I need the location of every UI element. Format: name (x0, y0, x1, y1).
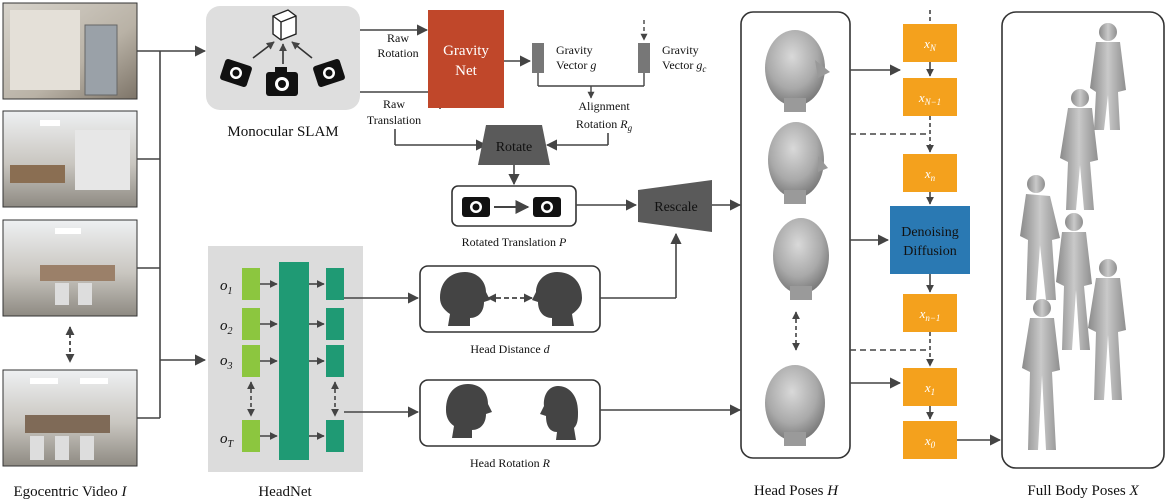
headnet-row: o1 (220, 268, 344, 300)
svg-text:Gravity: Gravity (556, 43, 593, 57)
svg-text:o2: o2 (220, 318, 233, 337)
body-render (1022, 299, 1060, 450)
svg-text:Raw: Raw (387, 31, 409, 45)
video-frame-4 (2, 369, 138, 467)
head-distance-label: Head Distance d (470, 342, 550, 356)
svg-text:Gravity: Gravity (662, 43, 699, 57)
svg-text:Translation: Translation (367, 113, 421, 127)
video-frame-3 (2, 219, 138, 317)
svg-text:o1: o1 (220, 278, 233, 297)
gravity-vector-gc: Gravity Vector gc (638, 20, 706, 74)
egocentric-video-frames (2, 2, 138, 467)
alignment-rotation-text: Alignment Rotation Rg (576, 99, 633, 133)
video-frame-1 (2, 2, 138, 100)
svg-text:Rotation: Rotation (377, 46, 418, 60)
rotate-block: Rotate (478, 125, 550, 165)
svg-text:Vector g: Vector g (556, 58, 596, 72)
x-state-box: xn (903, 154, 957, 192)
cube-icon (272, 9, 297, 41)
svg-text:x0: x0 (924, 433, 936, 450)
head-render (765, 365, 825, 446)
body-render (1056, 213, 1092, 350)
headnet-label: HeadNet (258, 484, 312, 500)
svg-text:Net: Net (455, 63, 477, 79)
full-body-panel (1001, 11, 1165, 469)
head-silhouette-icon (540, 386, 578, 440)
diffusion-chain: xN xN−1 xn Denoising Diffusion xn−1 x1 x… (890, 10, 1002, 459)
x-state-box: x0 (903, 421, 957, 459)
camera-icon (533, 197, 561, 217)
head-rotation-box (419, 379, 601, 447)
svg-text:x1: x1 (924, 380, 935, 397)
gravity-vector-g: Gravity Vector g (532, 43, 596, 73)
svg-text:Alignment: Alignment (578, 99, 630, 113)
head-render (765, 30, 830, 112)
body-render (1090, 23, 1126, 130)
svg-text:o3: o3 (220, 353, 233, 372)
head-distance-box (419, 265, 601, 333)
svg-text:xn−1: xn−1 (919, 306, 941, 323)
monocular-slam-label: Monocular SLAM (227, 124, 338, 140)
head-render (768, 122, 828, 204)
svg-text:xn: xn (924, 166, 936, 183)
video-frame-2 (2, 110, 138, 208)
head-rotation-label: Head Rotation R (470, 456, 551, 470)
camera-icon (220, 58, 252, 88)
svg-text:xN: xN (923, 36, 937, 53)
body-render (1060, 89, 1098, 210)
svg-text:Rotation Rg: Rotation Rg (576, 117, 633, 133)
x-state-box: xN (903, 24, 957, 62)
gravity-net-block: Gravity Net (428, 10, 504, 108)
egocentric-video-label: Egocentric Video I (14, 484, 128, 500)
headnet-row: oT (220, 420, 344, 452)
rescale-block: Rescale (638, 180, 712, 232)
body-render (1020, 175, 1060, 300)
svg-text:Raw: Raw (383, 97, 405, 111)
head-silhouette-icon (532, 272, 582, 326)
svg-text:Denoising: Denoising (901, 225, 959, 240)
raw-translation-text: Raw Translation (367, 97, 421, 127)
head-silhouette-icon (440, 272, 490, 326)
raw-rotation-text: Raw Rotation (377, 31, 418, 60)
full-body-label: Full Body Poses X (1027, 483, 1139, 499)
svg-text:Gravity: Gravity (443, 43, 489, 59)
x-state-box: xN−1 (903, 78, 957, 116)
headnet-row: o2 (220, 308, 344, 340)
x-state-box: x1 (903, 368, 957, 406)
head-render (773, 218, 829, 300)
head-poses-label: Head Poses H (754, 483, 839, 499)
x-state-box: xn−1 (903, 294, 957, 332)
denoising-diffusion-block: Denoising Diffusion (890, 206, 970, 274)
camera-icon (313, 58, 345, 88)
headnet-row: o3 (220, 345, 344, 377)
slam-block (206, 6, 360, 110)
camera-icon (462, 197, 490, 217)
camera-icon (266, 67, 298, 96)
rotated-translation-box (451, 185, 577, 227)
head-silhouette-icon (446, 384, 492, 438)
rotated-translation-label: Rotated Translation P (462, 235, 567, 249)
svg-text:xN−1: xN−1 (918, 90, 941, 107)
svg-text:Rotate: Rotate (496, 140, 533, 155)
svg-text:Diffusion: Diffusion (903, 244, 956, 259)
svg-text:Vector gc: Vector gc (662, 58, 706, 74)
body-render (1088, 259, 1126, 400)
head-poses-panel (740, 11, 851, 459)
svg-text:Rescale: Rescale (654, 200, 698, 215)
frame-connectors (137, 45, 207, 419)
svg-text:oT: oT (220, 431, 235, 450)
